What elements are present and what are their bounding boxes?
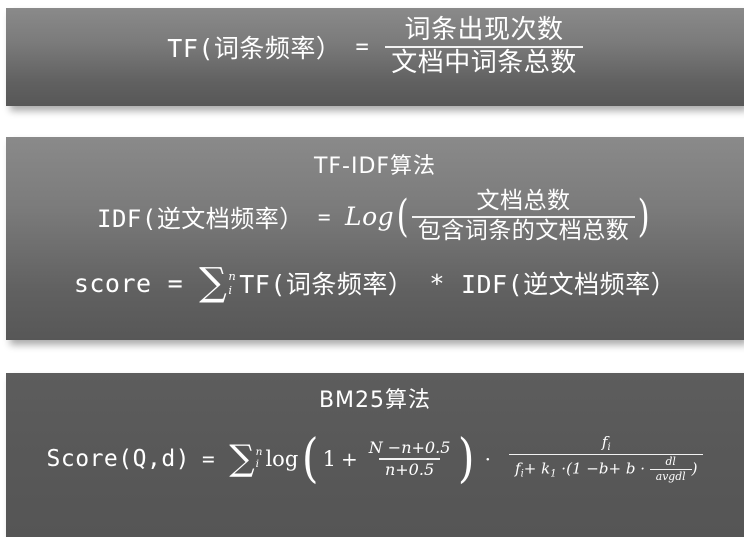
bm25-den-paren-close: ) <box>691 459 698 478</box>
bm25-paren-open: ( <box>302 429 319 489</box>
bm25-formula-row: Score(Q,d) = ∑ n i log ( 1 + N −n+0.5 n+… <box>6 429 744 489</box>
summation-limits: n i <box>228 270 236 295</box>
idf-formula-row: IDF(逆文档频率） = Log ( 文档总数 包含词条的文档总数 ) <box>6 188 744 245</box>
tfidf-panel-title: TF-IDF算法 <box>313 154 437 179</box>
tf-equals-sign: = <box>355 34 370 60</box>
bm25-den-b2: b <box>625 459 636 478</box>
panel-tfidf: TF-IDF算法 IDF(逆文档频率） = Log ( 文档总数 包含词条的文档… <box>6 137 744 340</box>
tf-numerator: 词条出现次数 <box>404 15 564 45</box>
tfidf-score-term-tf: TF(词条频率） <box>239 270 414 299</box>
tf-left-hand-side: TF(词条频率） <box>167 34 342 64</box>
panel-tf-formula: TF(词条频率） = 词条出现次数 文档中词条总数 <box>6 8 744 106</box>
idf-log-label: Log <box>344 202 395 232</box>
bm25-multiplication-dot: · <box>484 447 492 471</box>
bm25-constant-one: 1 <box>322 447 336 471</box>
tfidf-score-label: score <box>73 268 152 298</box>
idf-equals-sign: = <box>317 204 331 229</box>
bm25-tf-num-f: f <box>601 433 608 452</box>
bm25-equals-sign: = <box>202 447 216 471</box>
tf-denominator: 文档中词条总数 <box>385 46 583 78</box>
idf-paren-open: ( <box>396 191 410 243</box>
bm25-panel-title: BM25算法 <box>318 388 432 413</box>
bm25-dl-numerator: dl <box>665 455 676 469</box>
sigma-glyph: ∑ <box>229 437 255 479</box>
tf-formula-row: TF(词条频率） = 词条出现次数 文档中词条总数 <box>6 15 744 78</box>
idf-left-hand-side: IDF(逆文档频率） <box>97 205 304 234</box>
bm25-plus-sign: + <box>340 447 358 471</box>
bm25-log-label: log <box>265 447 299 471</box>
bm25-den-dot2: · <box>640 459 645 478</box>
bm25-tf-numerator: fi <box>596 434 617 454</box>
idf-denominator: 包含词条的文档总数 <box>411 215 636 245</box>
bm25-tf-num-sub: i <box>607 442 611 454</box>
tfidf-score-formula-row: score = ∑ n i TF(词条频率） * IDF(逆文档频率） <box>6 259 744 305</box>
bm25-den-paren-open: ( <box>566 459 572 478</box>
bm25-den-f: f <box>515 459 521 478</box>
idf-numerator: 文档总数 <box>476 188 571 214</box>
summation-limits: n i <box>256 447 263 470</box>
bm25-den-f-sub: i <box>520 468 524 480</box>
bm25-paren-close: ) <box>458 429 475 489</box>
bm25-den-dot: · <box>561 459 567 478</box>
bm25-den-plus: + <box>523 459 537 478</box>
bm25-den-k: k <box>541 459 551 478</box>
summation-lower-limit: i <box>228 282 233 297</box>
sigma-glyph: ∑ <box>199 259 228 305</box>
bm25-left-hand-side: Score(Q,d) <box>46 446 191 472</box>
tfidf-score-operator: * <box>429 268 445 298</box>
bm25-den-one: 1 <box>571 459 582 478</box>
panel-bm25: BM25算法 Score(Q,d) = ∑ n i log ( 1 + N −n… <box>6 373 744 537</box>
tfidf-score-equals-sign: = <box>167 268 184 298</box>
bm25-idf-numerator: N −n+0.5 <box>368 438 451 458</box>
bm25-idf-denominator: n+0.5 <box>378 458 441 479</box>
idf-fraction: 文档总数 包含词条的文档总数 <box>411 188 636 245</box>
summation-upper-limit: n <box>255 446 263 459</box>
bm25-idf-fraction: N −n+0.5 n+0.5 <box>363 439 457 479</box>
bm25-den-k-sub: 1 <box>550 468 557 480</box>
bm25-summation-symbol: ∑ n i <box>229 437 263 479</box>
summation-upper-limit: n <box>228 269 237 284</box>
tf-fraction: 词条出现次数 文档中词条总数 <box>385 15 583 78</box>
summation-lower-limit: i <box>255 458 260 471</box>
idf-paren-close: ) <box>637 191 651 243</box>
tfidf-summation-symbol: ∑ n i <box>199 259 236 305</box>
bm25-den-plus2: + <box>608 459 622 478</box>
tfidf-score-term-idf: IDF(逆文档频率） <box>460 270 677 299</box>
bm25-den-minus: − <box>586 459 599 478</box>
bm25-avgdl-denominator: avgdl <box>649 469 692 483</box>
bm25-den-b1: b <box>598 459 609 478</box>
